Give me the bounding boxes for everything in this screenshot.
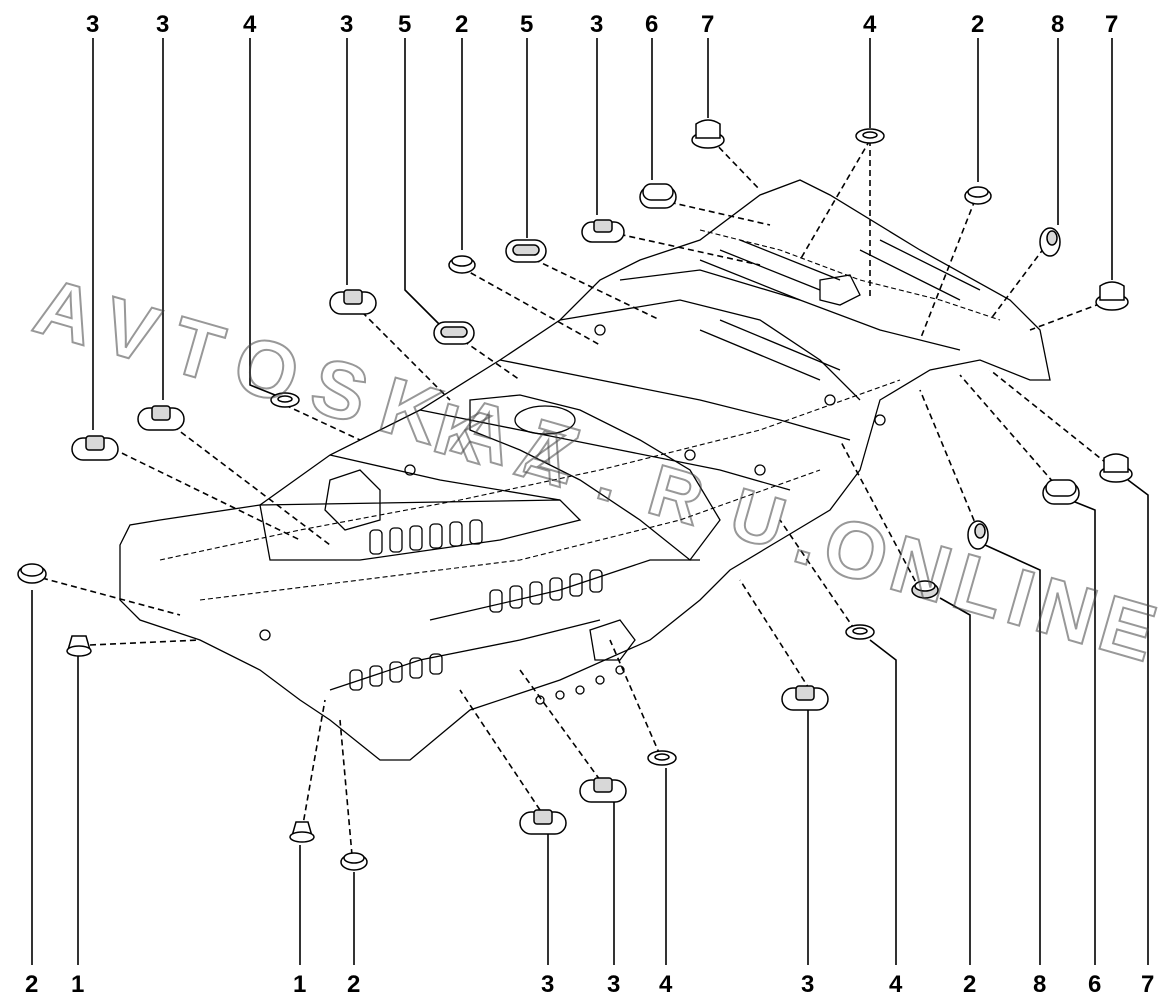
plug-icon	[911, 580, 939, 599]
cap-icon	[691, 119, 725, 149]
callout-bottom: 2	[963, 971, 976, 998]
callout-top: 3	[86, 11, 99, 38]
oval-plug-icon	[433, 321, 475, 345]
callout-top: 4	[243, 11, 257, 38]
grommet-icon	[581, 219, 625, 243]
clip-icon	[289, 821, 315, 843]
oval-plug-icon	[505, 239, 547, 263]
callout-top: 2	[455, 11, 468, 38]
callouts-top: 3 3 4 3 5 2 5 3 6 7 4 2 8 7	[86, 11, 1118, 38]
washer-icon	[270, 392, 300, 408]
callout-top: 8	[1051, 11, 1064, 38]
cap-icon	[1095, 281, 1129, 311]
callout-top: 3	[340, 11, 353, 38]
callouts-bottom: 2 1 1 2 3 3 4 3 4 2 8 6 7	[25, 971, 1154, 998]
twist-clip-icon	[967, 520, 989, 550]
callout-bottom: 2	[347, 971, 360, 998]
grommet-icon	[71, 435, 119, 461]
washer-icon	[647, 750, 677, 766]
callout-bottom: 4	[889, 971, 903, 998]
leader-lines	[31, 38, 1149, 965]
cap-icon	[1099, 453, 1133, 483]
callout-top: 7	[701, 11, 714, 38]
callout-bottom: 4	[659, 971, 673, 998]
callout-bottom: 8	[1033, 971, 1046, 998]
callout-top: 5	[520, 11, 533, 38]
callout-top: 6	[645, 11, 658, 38]
callout-bottom: 7	[1141, 971, 1154, 998]
callout-top: 5	[398, 11, 411, 38]
callout-bottom: 3	[607, 971, 620, 998]
grommet-icon	[329, 289, 377, 315]
grommet-icon	[579, 777, 627, 803]
floor-pan-body	[119, 179, 1051, 761]
grommet-icon	[137, 405, 185, 431]
callout-top: 7	[1105, 11, 1118, 38]
watermark-line1: AVTOSKAZ	[25, 261, 588, 501]
washer-icon	[845, 624, 875, 640]
twist-clip-icon	[1039, 227, 1061, 257]
grommet-icon	[781, 685, 829, 711]
callout-bottom: 3	[801, 971, 814, 998]
callout-bottom: 6	[1088, 971, 1101, 998]
callout-top: 2	[971, 11, 984, 38]
washer-icon	[855, 128, 885, 144]
watermark-line3: .ONLINE	[785, 491, 1165, 679]
callout-bottom: 1	[71, 971, 84, 998]
callout-bottom: 1	[293, 971, 306, 998]
callout-top: 3	[590, 11, 603, 38]
clip-icon	[66, 635, 92, 657]
plug-icon	[448, 255, 476, 274]
watermark: AVTOSKAZ KA.RU .ONLINE	[24, 260, 1166, 680]
oval-cap-icon	[639, 183, 677, 209]
plug-icon	[17, 563, 47, 584]
callout-top: 4	[863, 11, 877, 38]
callout-bottom: 2	[25, 971, 38, 998]
grommet-icon	[519, 809, 567, 835]
callout-top: 3	[156, 11, 169, 38]
plug-icon	[964, 186, 992, 205]
fastener-parts	[17, 119, 1133, 871]
callout-bottom: 3	[541, 971, 554, 998]
plug-icon	[340, 852, 368, 871]
oval-cap-icon	[1042, 479, 1080, 505]
